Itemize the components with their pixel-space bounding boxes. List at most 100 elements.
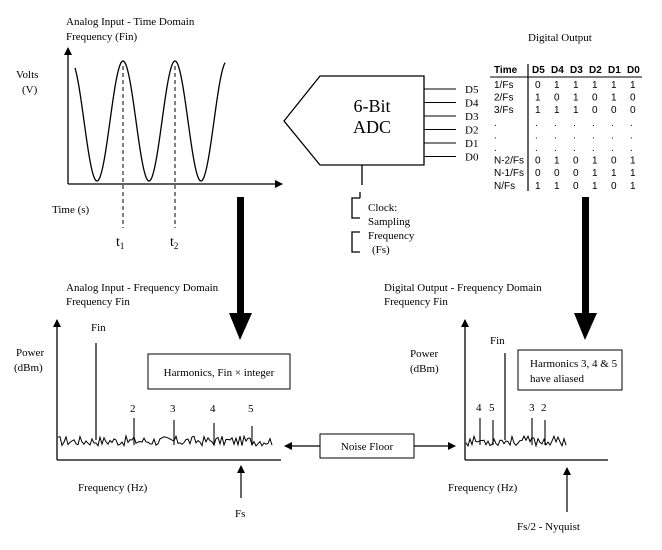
harmonic-label-5: 5 <box>248 403 254 415</box>
table-cell: N-1/Fs <box>494 168 524 179</box>
analog-freq-subtitle: Frequency Fin <box>66 296 130 308</box>
digital-frequency-panel: Digital Output - Frequency Domain Freque… <box>384 282 623 533</box>
table-cell: 1 <box>535 181 541 192</box>
table-header: D2 <box>589 65 602 76</box>
table-header: D5 <box>532 65 545 76</box>
table-cell: 0 <box>611 105 617 116</box>
left-arrow-head <box>229 313 252 340</box>
table-cell: . <box>630 130 633 141</box>
table-cell: . <box>494 143 497 154</box>
table-cell: . <box>573 143 576 154</box>
clock-label: Clock: <box>368 202 397 214</box>
table-cell: . <box>611 143 614 154</box>
digital-power-unit: (dBm) <box>410 363 439 375</box>
right-arrow-head <box>574 313 597 340</box>
digital-harmonic-spikes <box>479 418 546 445</box>
table-cell: 0 <box>592 105 598 116</box>
table-cell: . <box>494 118 497 129</box>
table-cell: 0 <box>611 156 617 167</box>
clock-label-frequency: Frequency <box>368 230 415 242</box>
table-cell: 1 <box>554 181 560 192</box>
table-cell: 1 <box>573 93 579 104</box>
analog-harmonic-spikes <box>133 418 253 445</box>
adc-pin-label: D2 <box>465 125 478 137</box>
table-cell: 1 <box>535 105 541 116</box>
adc-pin-label: D3 <box>465 111 479 123</box>
table-cell: 1 <box>611 93 617 104</box>
digital-freq-x-label: Frequency (Hz) <box>448 482 518 494</box>
table-cell: N-2/Fs <box>494 156 524 167</box>
table-cell: 1 <box>592 168 598 179</box>
conversion-arrows <box>229 197 597 340</box>
table-cell: . <box>554 143 557 154</box>
digital-noise-floor-trace <box>465 434 567 448</box>
table-cell: 1 <box>630 156 636 167</box>
nyquist-label: Fs/2 - Nyquist <box>517 521 580 533</box>
table-cell: 1 <box>554 80 560 91</box>
aliased-label-4: 4 <box>476 402 482 414</box>
aliased-box-line2: have aliased <box>530 373 585 385</box>
harmonic-label-2: 2 <box>130 403 136 415</box>
harmonic-label-3: 3 <box>170 403 176 415</box>
table-cell: 1 <box>592 80 598 91</box>
noise-floor-box <box>319 433 415 459</box>
table-cell: 2/Fs <box>494 93 513 104</box>
time-domain-subtitle: Frequency (Fin) <box>66 31 138 43</box>
table-cell: 0 <box>573 181 579 192</box>
table-cell: 1/Fs <box>494 80 513 91</box>
analog-fin-label: Fin <box>91 322 106 334</box>
aliased-box <box>517 349 623 391</box>
table-cell: . <box>592 130 595 141</box>
table-cell: 1 <box>630 168 636 179</box>
aliased-label-5: 5 <box>489 402 495 414</box>
table-header: D0 <box>627 65 640 76</box>
table-header: D1 <box>608 65 621 76</box>
table-header: D3 <box>570 65 583 76</box>
clock-label-fs: (Fs) <box>372 244 390 256</box>
table-cell: . <box>535 143 538 154</box>
table-cell: 1 <box>630 80 636 91</box>
left-arrow-shaft <box>237 197 244 313</box>
analog-sine-wave <box>74 60 226 182</box>
adc-pin-label: D0 <box>465 152 479 164</box>
digital-power-label: Power <box>410 348 438 360</box>
table-cell: 0 <box>592 93 598 104</box>
adc-shape <box>283 75 425 166</box>
table-cell: 1 <box>592 181 598 192</box>
table-cell: 1 <box>592 156 598 167</box>
harmonics-box-label: Harmonics, Fin × integer <box>164 367 275 379</box>
analog-power-unit: (dBm) <box>14 362 43 374</box>
table-cell: . <box>535 130 538 141</box>
analog-noise-floor-trace <box>57 434 273 448</box>
harmonic-label-4: 4 <box>210 403 216 415</box>
table-cell: 0 <box>630 93 636 104</box>
time-axis-label: Time (s) <box>52 204 90 216</box>
table-cell: 0 <box>554 93 560 104</box>
table-cell: . <box>573 118 576 129</box>
noise-floor-callout: Noise Floor <box>284 433 456 459</box>
table-cell: N/Fs <box>494 181 515 192</box>
table-cell: 1 <box>573 105 579 116</box>
table-cell: . <box>494 130 497 141</box>
analog-freq-title: Analog Input - Frequency Domain <box>66 282 219 294</box>
aliased-label-2: 2 <box>541 402 547 414</box>
adc-pin-label: D4 <box>465 98 479 110</box>
clock-label-sampling: Sampling <box>368 216 411 228</box>
adc-label-name: ADC <box>353 117 391 137</box>
table-cell: . <box>592 143 595 154</box>
adc-pin-label: D5 <box>465 84 479 96</box>
noise-floor-label: Noise Floor <box>341 441 394 453</box>
aliased-label-3: 3 <box>529 402 535 414</box>
table-cell: 0 <box>630 105 636 116</box>
clock-square-wave <box>351 192 361 253</box>
t1-label: t1 <box>116 235 124 251</box>
analog-freq-x-label: Frequency (Hz) <box>78 482 148 494</box>
table-cell: 1 <box>554 105 560 116</box>
digital-freq-subtitle: Frequency Fin <box>384 296 448 308</box>
time-domain-title: Analog Input - Time Domain <box>66 16 195 28</box>
adc-label-bits: 6-Bit <box>353 96 390 116</box>
table-cell: 0 <box>573 168 579 179</box>
